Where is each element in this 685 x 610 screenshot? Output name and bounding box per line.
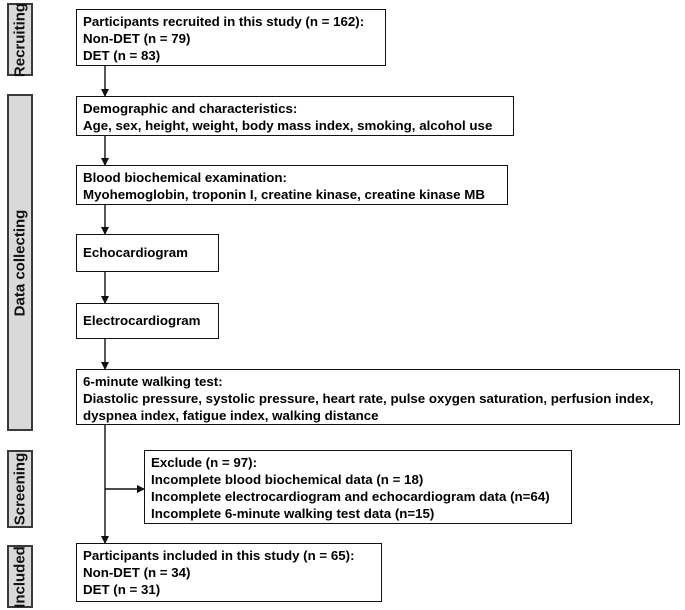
stage-recruiting: Recruiting (7, 2, 33, 77)
included-title: Participants included in this study (n =… (83, 548, 355, 563)
box-included: Participants included in this study (n =… (76, 543, 382, 602)
stage-included: Included (7, 545, 33, 608)
box-echocardiogram: Echocardiogram (76, 234, 219, 272)
exclude-title: Exclude (n = 97): (151, 455, 258, 470)
box-blood: Blood biochemical examination: Myohemogl… (76, 165, 508, 205)
box-recruited: Participants recruited in this study (n … (76, 9, 386, 66)
stage-label-recruiting: Recruiting (11, 2, 29, 77)
demographic-title: Demographic and characteristics: (83, 101, 298, 116)
recruited-line-1: Non-DET (n = 79) (83, 31, 191, 46)
recruited-title: Participants recruited in this study (n … (83, 14, 365, 29)
blood-title: Blood biochemical examination: (83, 170, 287, 185)
stage-label-screening: Screening (11, 452, 29, 526)
box-walking-test: 6-minute walking test: Diastolic pressur… (76, 369, 680, 425)
recruited-line-2: DET (n = 83) (83, 48, 161, 63)
ecg-title: Electrocardiogram (83, 313, 201, 328)
stage-label-data-collecting: Data collecting (11, 209, 29, 316)
included-line-2: DET (n = 31) (83, 582, 161, 597)
echo-title: Echocardiogram (83, 245, 188, 260)
exclude-line-3: Incomplete 6-minute walking test data (n… (151, 506, 435, 521)
stage-data-collecting: Data collecting (7, 94, 33, 431)
exclude-line-1: Incomplete blood biochemical data (n = 1… (151, 472, 424, 487)
box-demographic: Demographic and characteristics: Age, se… (76, 96, 514, 136)
walking-line-1: Diastolic pressure, systolic pressure, h… (83, 391, 654, 406)
box-exclude: Exclude (n = 97): Incomplete blood bioch… (144, 450, 572, 524)
demographic-line-1: Age, sex, height, weight, body mass inde… (83, 118, 493, 133)
included-line-1: Non-DET (n = 34) (83, 565, 191, 580)
box-electrocardiogram: Electrocardiogram (76, 303, 219, 339)
stage-screening: Screening (7, 450, 33, 528)
walking-title: 6-minute walking test: (83, 374, 223, 389)
stage-label-included: Included (11, 545, 29, 608)
exclude-line-2: Incomplete electrocardiogram and echocar… (151, 489, 550, 504)
walking-line-2: dyspnea index, fatigue index, walking di… (83, 408, 379, 423)
blood-line-1: Myohemoglobin, troponin I, creatine kina… (83, 187, 485, 202)
